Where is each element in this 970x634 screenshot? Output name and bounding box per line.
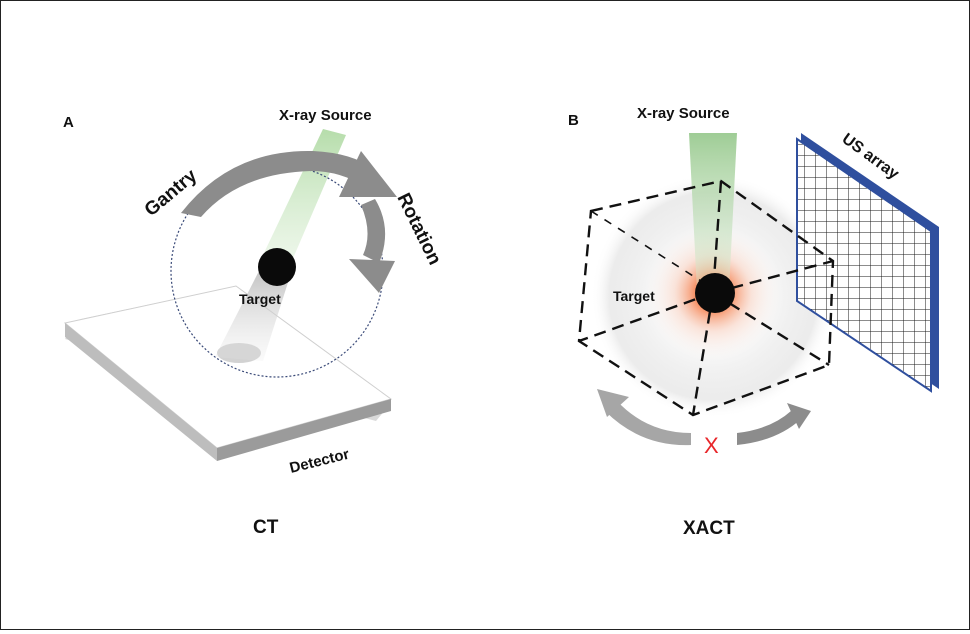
cross-mark: X bbox=[704, 433, 719, 458]
panel-b-caption: XACT bbox=[683, 518, 735, 539]
panel-a-caption: CT bbox=[253, 517, 279, 538]
target-label-b: Target bbox=[613, 288, 655, 304]
panel-b: B X X-ra bbox=[568, 105, 939, 539]
volume-cube bbox=[577, 179, 835, 417]
us-array bbox=[796, 133, 939, 393]
xray-beam-b bbox=[689, 133, 737, 291]
panel-a: A X-ray Source Gantry Rotati bbox=[63, 107, 445, 538]
forbidden-rotation bbox=[597, 389, 811, 446]
gantry-arrow bbox=[181, 150, 397, 217]
detector-plate bbox=[63, 285, 393, 461]
rotation-arrow bbox=[349, 199, 395, 293]
target-sphere bbox=[258, 248, 296, 286]
panel-a-letter: A bbox=[63, 114, 74, 131]
detector-label: Detector bbox=[288, 446, 351, 477]
xray-source-label: X-ray Source bbox=[279, 107, 372, 124]
target-label: Target bbox=[239, 291, 281, 307]
panel-b-letter: B bbox=[568, 112, 579, 129]
xray-beam bbox=[263, 129, 346, 263]
transmitted-beam bbox=[215, 271, 291, 361]
target-sphere-b bbox=[695, 273, 735, 313]
rotation-label: Rotation bbox=[393, 190, 446, 268]
xray-source-label-b: X-ray Source bbox=[637, 105, 730, 122]
